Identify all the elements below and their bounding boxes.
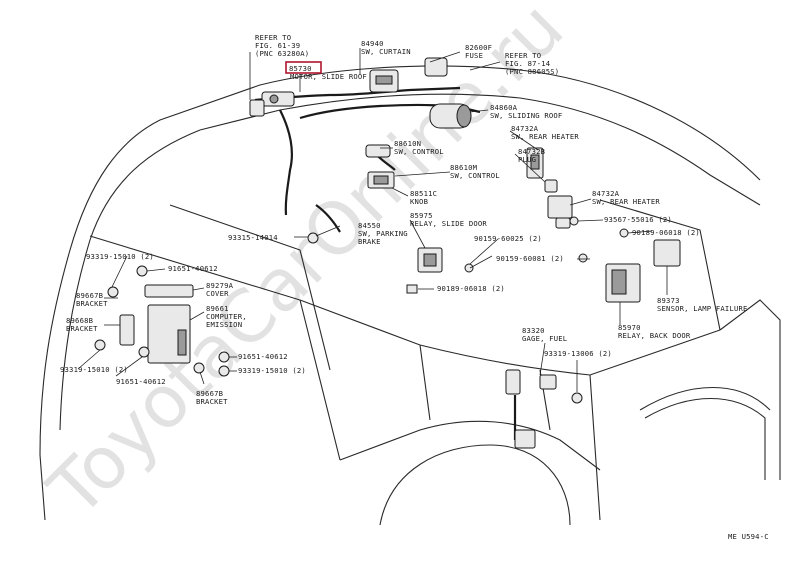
- part-labels: REFER TO FIG. 61-39 (PNC 63280A) 85730 M…: [60, 33, 769, 541]
- label-knob-name: KNOB: [410, 197, 428, 206]
- label-bracket-a-name: BRACKET: [76, 299, 108, 308]
- motor-slide-roof-part[interactable]: [249, 91, 295, 117]
- label-90159-a: 90159-60025 (2): [474, 234, 542, 243]
- fuse-part[interactable]: [424, 57, 448, 77]
- label-90189-a: 90189-06018 (2): [437, 284, 505, 293]
- label-gage-fuel-name: GAGE, FUEL: [522, 334, 567, 343]
- label-sensor-lamp-number: 89373: [657, 296, 680, 305]
- label-computer-number: 89661: [206, 304, 229, 313]
- label-refer-fig61-line3: (PNC 63280A): [255, 49, 309, 58]
- label-93319-a: 93319-15010 (2): [86, 252, 154, 261]
- parking-brake-part[interactable]: [307, 204, 341, 244]
- label-91651-a: 91651-40612: [168, 264, 218, 273]
- label-gage-fuel-number: 83320: [522, 326, 545, 335]
- label-plug-name: PLUG: [518, 155, 536, 164]
- computer-emission-part[interactable]: [94, 265, 230, 377]
- label-motor-slide-number: 85730: [289, 64, 312, 73]
- sw-sliding-roof-part[interactable]: [429, 103, 472, 129]
- label-relay-slide-number: 85975: [410, 211, 433, 220]
- label-bracket-b-number: 89668B: [66, 316, 93, 325]
- label-computer-name2: EMISSION: [206, 320, 242, 329]
- label-computer-name1: COMPUTER,: [206, 312, 247, 321]
- label-bracket-a-number: 89667B: [76, 291, 103, 300]
- label-sw-curtain-number: 84940: [361, 39, 384, 48]
- label-fuse-number: 82600F: [465, 43, 492, 52]
- relay-slide-door-part[interactable]: [406, 247, 474, 294]
- label-sw-rear-heater-a-name: SW, REAR HEATER: [511, 132, 579, 141]
- label-sw-control-a-name: SW, CONTROL: [394, 147, 444, 156]
- vehicle-body: [39, 65, 781, 526]
- label-plug-number: 84732B: [518, 147, 545, 156]
- label-sw-control-b-name: SW, CONTROL: [450, 171, 500, 180]
- label-knob-number: 88511C: [410, 189, 437, 198]
- label-90159-b: 90159-60081 (2): [496, 254, 564, 263]
- label-parking-brake-name2: BRAKE: [358, 237, 381, 246]
- label-motor-slide-name: MOTOR, SLIDE ROOF: [290, 72, 367, 81]
- label-parking-brake-name1: SW, PARKING: [358, 229, 408, 238]
- label-refer-fig87-line3: (PNC 88605S): [505, 67, 559, 76]
- label-sw-rear-heater-b-number: 84732A: [592, 189, 620, 198]
- label-relay-back-name: RELAY, BACK DOOR: [618, 331, 691, 340]
- fuel-gage-part[interactable]: [505, 369, 583, 449]
- label-sw-sliding-roof-name: SW, SLIDING ROOF: [490, 111, 562, 120]
- label-90189-b: 90189-06018 (2): [632, 228, 700, 237]
- label-sw-sliding-roof-number: 84860A: [490, 103, 518, 112]
- label-refer-fig87-line1: REFER TO: [505, 51, 541, 60]
- label-refer-fig61-line1: REFER TO: [255, 33, 291, 42]
- label-91651-b: 91651-40612: [238, 352, 288, 361]
- label-bracket-c-number: 89667B: [196, 389, 223, 398]
- label-bracket-c-name: BRACKET: [196, 397, 228, 406]
- label-sw-rear-heater-b-name: SW, REAR HEATER: [592, 197, 660, 206]
- label-cover-number: 89279A: [206, 281, 234, 290]
- label-93567: 93567-55016 (2): [604, 215, 672, 224]
- label-relay-slide-name: RELAY, SLIDE DOOR: [410, 219, 487, 228]
- label-93319-c: 93319-15010 (2): [238, 366, 306, 375]
- label-relay-back-number: 85970: [618, 323, 641, 332]
- label-93319-b: 93319-15010 (2): [60, 365, 128, 374]
- label-cover-name: COVER: [206, 289, 229, 298]
- label-sw-control-b-number: 88610M: [450, 163, 478, 172]
- label-sw-control-a-number: 88610N: [394, 139, 421, 148]
- label-refer-fig87-line2: FIG. 87-14: [505, 59, 550, 68]
- label-sw-rear-heater-a-number: 84732A: [511, 124, 539, 133]
- diagram-code: ME U594-C: [728, 532, 769, 541]
- label-91651-c: 91651-40612: [116, 377, 166, 386]
- sw-curtain-part[interactable]: [369, 69, 399, 93]
- label-sensor-lamp-name: SENSOR, LAMP FAILURE: [657, 304, 748, 313]
- leader-lines: [77, 48, 668, 392]
- highlight-box: [285, 61, 322, 74]
- label-sw-curtain-name: SW, CURTAIN: [361, 47, 411, 56]
- label-parking-brake-number: 84550: [358, 221, 381, 230]
- label-bracket-b-name: BRACKET: [66, 324, 98, 333]
- label-93315: 93315-14014: [228, 233, 278, 242]
- label-fuse-name: FUSE: [465, 51, 483, 60]
- label-93319-d: 93319-13006 (2): [544, 349, 612, 358]
- label-refer-fig61-line2: FIG. 61-39: [255, 41, 300, 50]
